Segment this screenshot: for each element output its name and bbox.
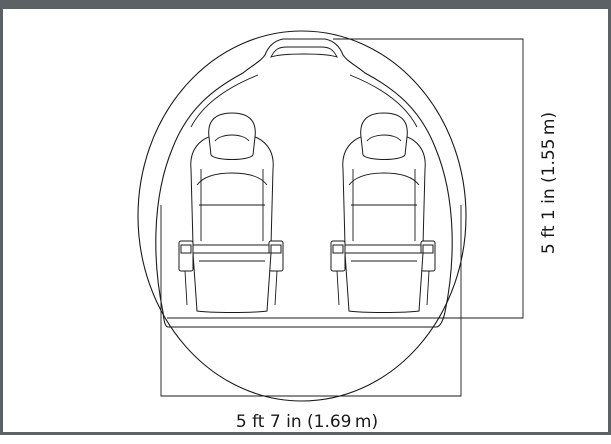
sidewall-left bbox=[190, 74, 259, 128]
width-dimension-label: 5 ft 7 in (1.69 m) bbox=[236, 412, 378, 432]
cabin-cross-section-drawing: 5 ft 7 in (1.69 m) 5 ft 1 in (1.55 m) bbox=[137, 30, 559, 432]
fuselage-outer-shell bbox=[137, 30, 467, 402]
left-seat bbox=[178, 112, 284, 313]
height-dimension-label: 5 ft 1 in (1.55 m) bbox=[539, 112, 559, 254]
sidewall-right bbox=[349, 74, 418, 128]
diagram-frame: 5 ft 7 in (1.69 m) 5 ft 1 in (1.55 m) bbox=[0, 0, 611, 435]
width-dimension-bracket bbox=[160, 205, 462, 397]
cabin-interior-outline bbox=[155, 38, 453, 328]
height-dimension-bracket bbox=[333, 38, 524, 319]
ceiling-panel bbox=[270, 46, 338, 58]
right-seat bbox=[330, 112, 436, 313]
